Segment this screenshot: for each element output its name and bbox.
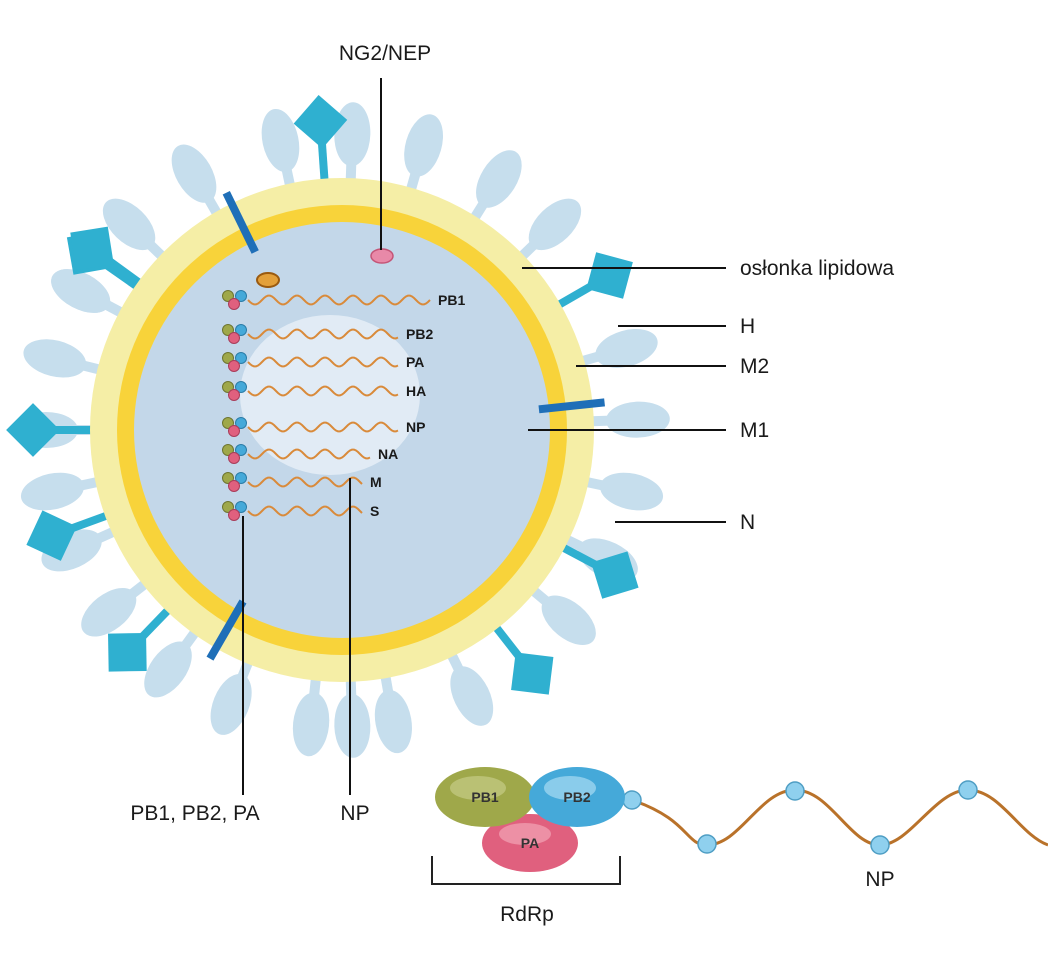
inner-particle xyxy=(256,272,280,288)
np-bead xyxy=(622,790,642,810)
np-bead xyxy=(958,780,978,800)
label-np: NP xyxy=(340,802,369,825)
core-highlight xyxy=(240,315,420,475)
rnp-segment: M xyxy=(222,472,382,492)
label-ng2-nep: NG2/NEP xyxy=(339,42,431,65)
pb2-label: PB2 xyxy=(563,789,590,805)
pb1-label: PB1 xyxy=(471,789,498,805)
label-polymerase: PB1, PB2, PA xyxy=(130,802,259,825)
pb2-highlight xyxy=(544,776,596,800)
ng2-nep-particle xyxy=(370,248,394,264)
label-envelope: osłonka lipidowa xyxy=(740,257,894,280)
pa-label: PA xyxy=(521,835,539,851)
label-n: N xyxy=(740,511,755,534)
segment-label: M xyxy=(370,474,382,490)
rnp-segment: PA xyxy=(222,352,424,372)
np-strand-label: NP xyxy=(865,868,894,891)
rdrp-label: RdRp xyxy=(500,903,554,926)
segment-label: NP xyxy=(406,419,425,435)
segment-label: HA xyxy=(406,383,426,399)
label-h: H xyxy=(740,315,755,338)
label-m1: M1 xyxy=(740,419,769,442)
pb1-highlight xyxy=(450,776,506,800)
neuraminidase-spike xyxy=(6,403,112,457)
np-rna-strand xyxy=(631,788,1048,847)
rdrp-complex: PB1 PB2 PA RdRp NP xyxy=(431,767,1048,926)
rnp-segment: S xyxy=(222,501,379,521)
m2-channel xyxy=(206,599,247,661)
m2-channels xyxy=(206,190,605,661)
m2-channel xyxy=(222,190,259,254)
rnp-segment: PB2 xyxy=(222,324,433,344)
label-m2: M2 xyxy=(740,355,769,378)
segment-label: PB1 xyxy=(438,292,465,308)
segment-label: S xyxy=(370,503,379,519)
segment-label: PB2 xyxy=(406,326,433,342)
leader-lines xyxy=(242,78,726,795)
m2-channel xyxy=(538,398,605,414)
segment-label: PA xyxy=(406,354,424,370)
rdrp-bracket xyxy=(431,856,621,885)
rnp-segment: HA xyxy=(222,381,426,401)
np-bead xyxy=(697,834,717,854)
surface-spikes xyxy=(6,94,670,758)
rnp-segment: NP xyxy=(222,417,425,437)
np-bead xyxy=(785,781,805,801)
pa-highlight xyxy=(499,823,551,845)
rnp-segment: NA xyxy=(222,444,398,464)
segment-label: NA xyxy=(378,446,398,462)
np-bead xyxy=(870,835,890,855)
rnp-segment: PB1 xyxy=(222,290,465,310)
